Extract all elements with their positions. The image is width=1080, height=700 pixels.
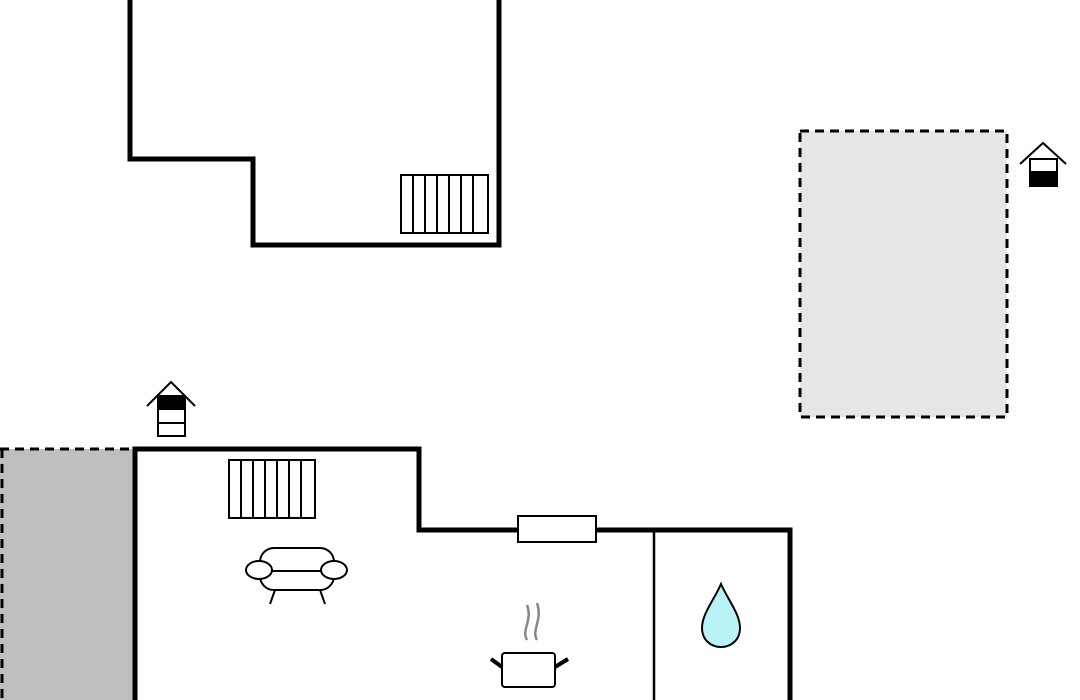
kitchen-pot-icon: [489, 602, 570, 688]
ground-floor: [132, 446, 793, 700]
living-room: [132, 446, 793, 700]
water-drop-icon: [700, 581, 742, 649]
stairs-icon: [228, 459, 316, 519]
floor-level-ground-marker: [146, 380, 196, 437]
upper-floor: [127, 0, 502, 248]
floor-level-up-marker: [1019, 141, 1067, 187]
upper-floor-room: [127, 0, 502, 248]
sofa-icon: [245, 547, 348, 605]
terrace-dashed-area: [798, 129, 1009, 419]
stairs-icon: [400, 174, 489, 234]
window-icon: [517, 515, 597, 543]
outdoor-grey-area: [0, 447, 135, 700]
